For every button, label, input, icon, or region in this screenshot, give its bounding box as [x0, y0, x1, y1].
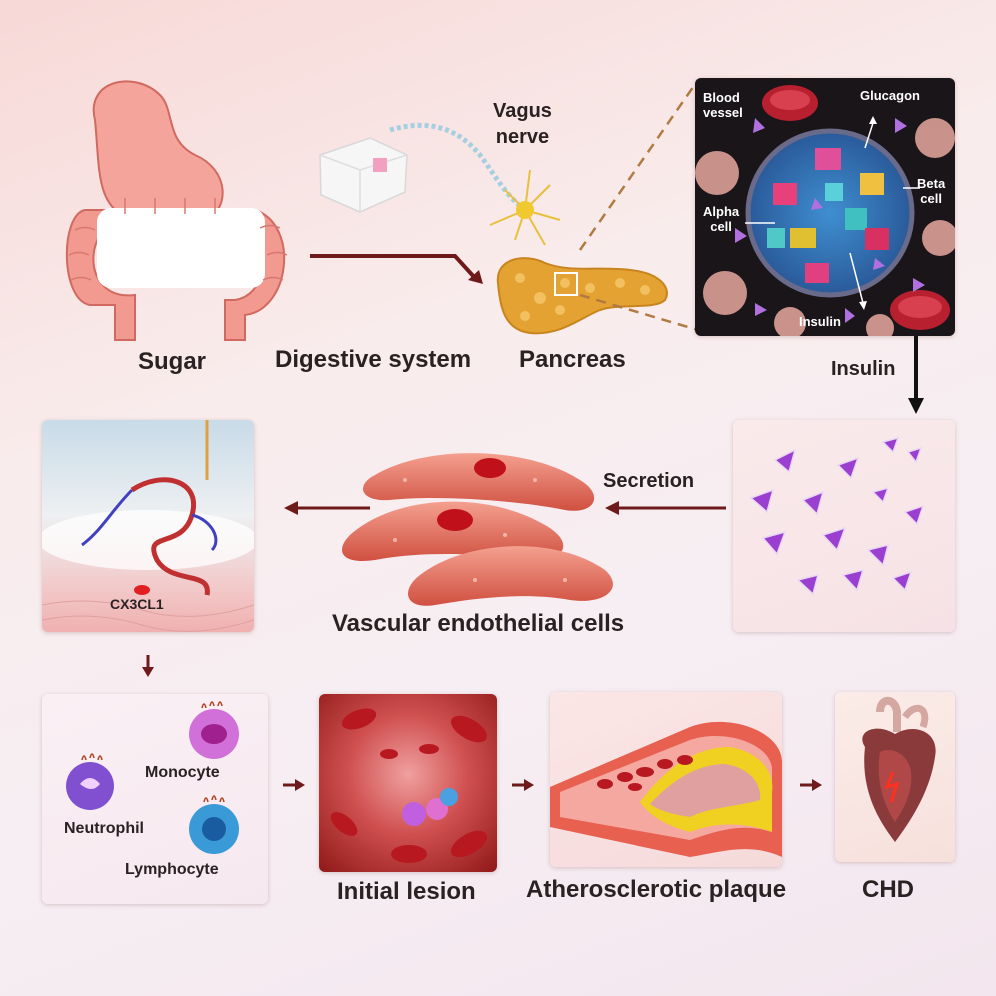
secretion-arrow [603, 498, 728, 518]
vagus-nerve-illustration [385, 115, 585, 255]
lesion-to-plaque-arrow [512, 778, 536, 792]
secretion-label: Secretion [603, 470, 695, 492]
digestive-tract-illustration [55, 60, 305, 345]
chd-label: CHD [862, 876, 914, 903]
sugar-label: Sugar [138, 348, 207, 375]
initial-lesion-panel [319, 694, 497, 872]
insulin-down-arrow [905, 336, 927, 416]
plaque-label: Atherosclerotic plaque [526, 876, 787, 903]
inset-insulin-label: Insulin [799, 314, 841, 329]
cx3cl1-label: CX3CL1 [110, 596, 164, 612]
inset-alpha-cell-label: Alpha cell [703, 204, 740, 234]
endothelial-to-cx3cl1-arrow [282, 498, 372, 518]
insulin-molecules-panel [733, 420, 955, 632]
inset-beta-cell-label: Beta cell [917, 176, 946, 206]
cx3cl1-down-arrow [140, 655, 156, 679]
inset-glucagon-label: Glucagon [860, 88, 920, 103]
monocyte-label: Monocyte [145, 764, 220, 781]
insulin-arrow-label: Insulin [831, 358, 896, 380]
immune-to-lesion-arrow [283, 778, 307, 792]
sugar-cube-illustration [315, 130, 410, 215]
plaque-panel [550, 692, 782, 867]
cx3cl1-panel: CX3CL1 [42, 420, 254, 632]
endothelial-label: Vascular endothelial cells [332, 610, 625, 637]
neutrophil-label: Neutrophil [64, 820, 144, 837]
plaque-to-chd-arrow [800, 778, 824, 792]
pancreas-label: Pancreas [519, 346, 626, 373]
digestion-to-pancreas-arrow [305, 248, 490, 288]
lymphocyte-label: Lymphocyte [125, 861, 219, 878]
zoom-lines [550, 70, 700, 340]
pancreatic-islet-inset: Blood vessel Glucagon Beta cell Alpha ce… [695, 78, 955, 336]
digestive-system-label: Digestive system [275, 346, 472, 373]
initial-lesion-label: Initial lesion [337, 878, 476, 905]
vagus-nerve-label: Vagus nerve [493, 100, 552, 148]
immune-cells-panel: Monocyte Neutrophil Lymphocyte [42, 694, 268, 904]
chd-heart-panel [835, 692, 955, 862]
inset-blood-vessel-label: Blood vessel [703, 90, 743, 120]
endothelial-cells-illustration [335, 440, 620, 620]
